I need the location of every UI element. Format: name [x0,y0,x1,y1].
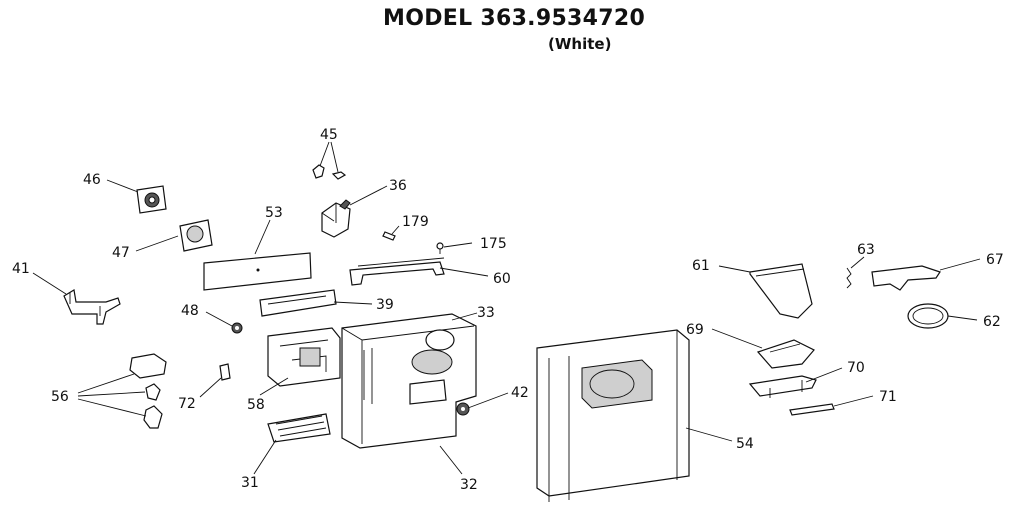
part-48-nut [231,322,243,334]
callout-179: 179 [402,214,429,230]
part-63-spring [846,267,852,289]
part-47-bracket [179,219,213,252]
part-36-switch [321,199,351,238]
leader-lines [32,141,981,475]
callout-36: 36 [389,178,407,194]
part-56-fittings [129,353,167,429]
part-39-plate [259,289,337,317]
callout-53: 53 [265,205,283,221]
part-53-panel [203,252,312,291]
part-179-screw [382,231,396,241]
part-175-screw [436,242,444,254]
callout-56: 56 [51,389,69,405]
callout-71: 71 [879,389,897,405]
part-45-clips [312,164,347,180]
callout-60: 60 [493,271,511,287]
part-58-housing [267,327,341,387]
callout-42: 42 [511,385,529,401]
callout-39: 39 [376,297,394,313]
part-31-drip-tray [267,413,331,443]
part-41-bracket [63,289,121,325]
callout-62: 62 [983,314,1001,330]
callout-72: 72 [178,396,196,412]
diagram-title: MODEL 363.9534720 [383,6,646,31]
part-54-front-panel [536,329,690,502]
callout-58: 58 [247,397,265,413]
part-71-rod [789,403,835,416]
callout-54: 54 [736,436,754,452]
part-60-rail [349,257,445,286]
callout-45: 45 [320,127,338,143]
callout-63: 63 [857,242,875,258]
part-67-bracket [871,265,941,291]
part-62-ring [907,303,949,329]
part-69-flap [756,339,815,369]
callout-47: 47 [112,245,130,261]
callout-175: 175 [480,236,507,252]
callout-31: 31 [241,475,259,491]
part-72-clip [219,363,231,381]
callout-41: 41 [12,261,30,277]
part-61-chute [749,263,813,319]
callout-48: 48 [181,303,199,319]
callout-33: 33 [477,305,495,321]
callout-69: 69 [686,322,704,338]
part-42-knob [456,402,470,416]
part-70-actuator [748,375,817,398]
callout-67: 67 [986,252,1004,268]
part-32-33-dispenser-body [341,313,477,449]
part-46-knob-plate [136,185,167,214]
callout-61: 61 [692,258,710,274]
callouts: 45 46 36 53 179 175 47 41 60 39 48 33 56… [12,127,1004,493]
callout-32: 32 [460,477,478,493]
callout-46: 46 [83,172,101,188]
diagram-subtitle: (White) [548,35,612,53]
callout-70: 70 [847,360,865,376]
